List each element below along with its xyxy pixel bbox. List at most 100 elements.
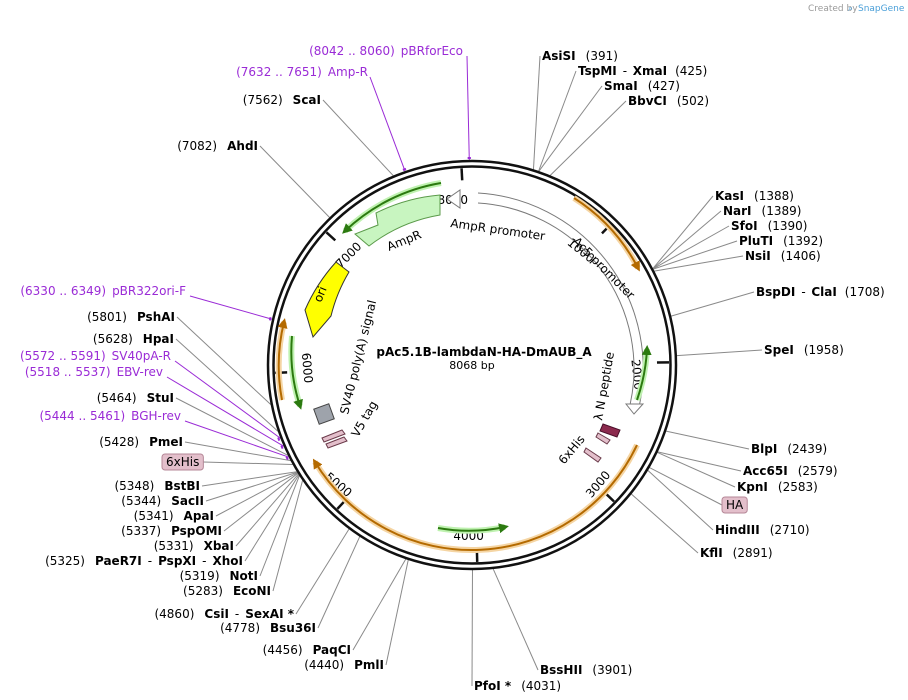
site-dash-2: - bbox=[202, 554, 206, 568]
site-bsu36i[interactable]: (4778)Bsu36I bbox=[220, 621, 316, 635]
primer-leader-sv40pa bbox=[174, 360, 281, 439]
site-name: AhdI bbox=[227, 139, 258, 153]
site-stui[interactable]: (5464)StuI bbox=[97, 391, 174, 405]
site-pmli[interactable]: (4440)PmlI bbox=[304, 658, 384, 672]
site-kasi[interactable]: KasI(1388) bbox=[715, 189, 794, 203]
site-name: HindIII bbox=[715, 523, 760, 537]
ori-arc[interactable] bbox=[304, 261, 350, 339]
site-name: BlpI bbox=[751, 442, 777, 456]
site-pmei[interactable]: (5428)PmeI bbox=[99, 435, 183, 449]
site-name: Bsu36I bbox=[270, 621, 316, 635]
site-position: (5628) bbox=[93, 332, 133, 346]
site-position: (502) bbox=[677, 94, 709, 108]
site-name: PshAI bbox=[137, 310, 175, 324]
site-position: (7562) bbox=[243, 93, 283, 107]
v5-tag-marker-2 bbox=[325, 436, 348, 449]
site-spei[interactable]: SpeI(1958) bbox=[764, 343, 844, 357]
primer-pbrforeco[interactable]: pBRforEco(8042 .. 8060) bbox=[309, 44, 463, 58]
site-paqci[interactable]: (4456)PaqCI bbox=[263, 643, 351, 657]
leader-sfoi bbox=[652, 225, 730, 270]
site-position: (4860) bbox=[154, 607, 194, 621]
site-acc65i[interactable]: Acc65I(2579) bbox=[743, 464, 838, 478]
leader-nari bbox=[652, 210, 722, 270]
ampr-promoter-label: AmpR promoter bbox=[450, 216, 546, 243]
site-apai[interactable]: (5341)ApaI bbox=[134, 509, 214, 523]
primer-bghrev[interactable]: BGH-rev(5444 .. 5461) bbox=[39, 409, 181, 423]
site-scai[interactable]: (7562)ScaI bbox=[243, 93, 321, 107]
site-bbvci[interactable]: BbvCI(502) bbox=[628, 94, 709, 108]
green-arc-bottom-line bbox=[437, 523, 509, 534]
primer-sv40pa[interactable]: SV40pA-R(5572 .. 5591) bbox=[20, 349, 171, 363]
his-inner-marker[interactable] bbox=[595, 432, 611, 445]
site-name: NarI bbox=[723, 204, 752, 218]
site-pspomi[interactable]: (5337)PspOMI bbox=[121, 524, 222, 538]
leader-hpai bbox=[175, 338, 279, 432]
primer-ebvrev[interactable]: EBV-rev(5518 .. 5537) bbox=[25, 365, 163, 379]
site-hindiii[interactable]: HindIII(2710) bbox=[715, 523, 810, 537]
green-arc-left-line bbox=[290, 335, 303, 410]
leader-paqci bbox=[352, 558, 407, 651]
site-ahdi[interactable]: (7082)AhdI bbox=[177, 139, 258, 153]
site-noti[interactable]: (5319)NotI bbox=[180, 569, 258, 583]
site-kfli[interactable]: KflI(2891) bbox=[700, 546, 773, 560]
site-csii[interactable]: (4860)CsiI-SexAI * bbox=[154, 607, 294, 621]
site-name: PspOMI bbox=[171, 524, 222, 538]
site-name: CsiI bbox=[204, 607, 229, 621]
site-position: (1958) bbox=[804, 343, 844, 357]
ac5-promoter-arc-inner bbox=[477, 202, 635, 406]
his-tag-label[interactable]: 6xHis bbox=[161, 453, 204, 471]
leader-ahdi bbox=[259, 145, 330, 218]
site-paer7i[interactable]: (5325)PaeR7I-PspXI-XhoI bbox=[45, 554, 243, 568]
site-xbai[interactable]: (5331)XbaI bbox=[154, 539, 234, 553]
tick-mark-7000 bbox=[325, 231, 337, 242]
site-nari[interactable]: NarI(1389) bbox=[723, 204, 801, 218]
site-name: PaqCI bbox=[313, 643, 351, 657]
leader-bsu36i bbox=[317, 536, 361, 629]
site-bsshii[interactable]: BssHII(3901) bbox=[540, 663, 632, 677]
site-label-layer: AsiSI(391)TspMI-XmaI(425)SmaI(427)BbvCI(… bbox=[20, 44, 885, 693]
primer-leader-ebvrev bbox=[166, 376, 285, 447]
site-name: BssHII bbox=[540, 663, 582, 677]
primer-name: pBR322ori-F bbox=[112, 284, 186, 298]
leader-pshai bbox=[176, 316, 272, 406]
leader-csii bbox=[295, 528, 350, 615]
site-kpni[interactable]: KpnI(2583) bbox=[737, 480, 818, 494]
v5-tag-marker[interactable] bbox=[321, 429, 346, 443]
ha-tag-label[interactable]: HA bbox=[721, 496, 748, 514]
leader-nsii bbox=[654, 255, 744, 272]
site-name: ApaI bbox=[184, 509, 214, 523]
site-position: (5344) bbox=[121, 494, 161, 508]
ha-tag-text: HA bbox=[726, 498, 744, 512]
site-name: NsiI bbox=[745, 249, 771, 263]
site-position: (5348) bbox=[114, 479, 154, 493]
ac5-promoter-label: Ac5 promoter bbox=[570, 234, 638, 302]
site-blpi[interactable]: BlpI(2439) bbox=[751, 442, 827, 456]
primer-mark-sv40pa bbox=[277, 437, 281, 441]
site-name: KpnI bbox=[737, 480, 768, 494]
site-sacii[interactable]: (5344) SacII bbox=[121, 494, 204, 508]
site-pluti[interactable]: PluTI(1392) bbox=[739, 234, 823, 248]
lambda-n-marker[interactable] bbox=[599, 423, 621, 438]
site-bstbi[interactable]: (5348)BstBI bbox=[114, 479, 200, 493]
primer-pbr322ori[interactable]: pBR322ori-F(6330 .. 6349) bbox=[20, 284, 186, 298]
leader-hindiii bbox=[647, 469, 714, 531]
site-name: SacII bbox=[171, 494, 204, 508]
primer-leader-ampr bbox=[369, 76, 406, 172]
ampr-gene-arc[interactable] bbox=[354, 194, 441, 247]
site-position: (1390) bbox=[768, 219, 808, 233]
site-asisi[interactable]: AsiSI(391) bbox=[542, 49, 618, 63]
site-nsii[interactable]: NsiI(1406) bbox=[745, 249, 821, 263]
site-sfoi[interactable]: SfoI(1390) bbox=[731, 219, 807, 233]
site-pfoi[interactable]: PfoI *(4031) bbox=[474, 679, 561, 693]
site-name: PmlI bbox=[354, 658, 384, 672]
site-pshai[interactable]: (5801)PshAI bbox=[87, 310, 175, 324]
site-tspmi[interactable]: TspMI-XmaI(425) bbox=[578, 64, 707, 78]
site-smai[interactable]: SmaI(427) bbox=[604, 79, 680, 93]
site-bspdi[interactable]: BspDI-ClaI(1708) bbox=[756, 285, 885, 299]
site-position: (5464) bbox=[97, 391, 137, 405]
site-econi[interactable]: (5283)EcoNI bbox=[183, 584, 271, 598]
sv40-polya-signal-box[interactable] bbox=[313, 403, 335, 425]
leader-pluti bbox=[653, 240, 738, 270]
primer-ampr[interactable]: Amp-R(7632 .. 7651) bbox=[236, 65, 368, 79]
site-hpai[interactable]: (5628)HpaI bbox=[93, 332, 174, 346]
